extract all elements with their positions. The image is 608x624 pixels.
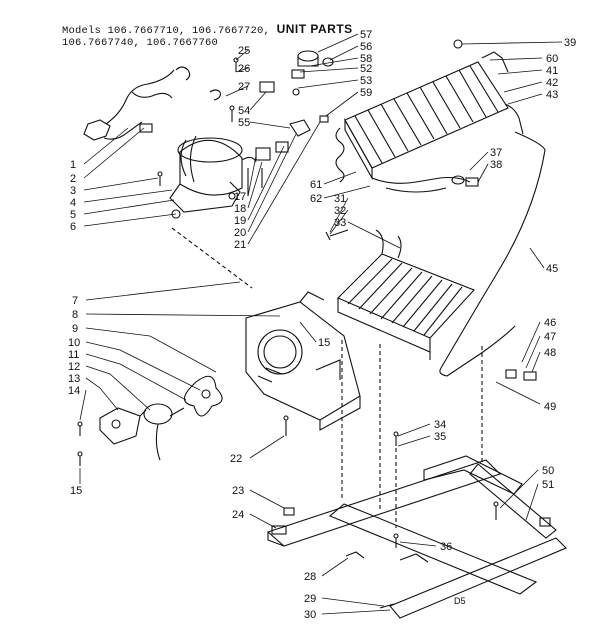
callout-35: 35 bbox=[434, 431, 446, 443]
callout-54: 54 bbox=[238, 105, 250, 117]
callout-49: 49 bbox=[544, 401, 556, 413]
callout-43: 43 bbox=[546, 89, 558, 101]
callout-15-shroud: 15 bbox=[318, 337, 330, 349]
callout-21: 21 bbox=[234, 239, 246, 251]
assembly-guide-lines bbox=[171, 227, 483, 528]
callout-31: 31 bbox=[334, 193, 346, 205]
callout-52: 52 bbox=[360, 63, 372, 75]
callout-3: 3 bbox=[70, 185, 76, 197]
callout-labels: 25 26 27 54 55 57 56 58 52 53 59 39 60 4… bbox=[68, 29, 576, 621]
callout-28: 28 bbox=[304, 571, 316, 583]
callout-5: 5 bbox=[70, 209, 76, 221]
callout-50: 50 bbox=[542, 465, 554, 477]
callout-38: 38 bbox=[490, 159, 502, 171]
callout-42: 42 bbox=[546, 77, 558, 89]
callout-8: 8 bbox=[72, 309, 78, 321]
callout-37: 37 bbox=[490, 147, 502, 159]
callout-14: 14 bbox=[68, 385, 80, 397]
callout-27: 27 bbox=[238, 81, 250, 93]
diagram-code: D5 bbox=[454, 596, 466, 606]
capillary-tube bbox=[439, 131, 546, 377]
callout-15-motor: 15 bbox=[70, 485, 82, 497]
fan-shroud bbox=[245, 291, 361, 431]
callout-53: 53 bbox=[360, 75, 372, 87]
callout-32: 32 bbox=[334, 205, 346, 217]
exploded-parts-drawing bbox=[77, 39, 567, 619]
callout-12: 12 bbox=[68, 361, 80, 373]
callout-22: 22 bbox=[230, 453, 242, 465]
condenser-coil bbox=[335, 51, 524, 193]
callout-2: 2 bbox=[70, 173, 76, 185]
models-list-1: Models 106.7667710, 106.7667720, bbox=[62, 25, 271, 37]
callout-6: 6 bbox=[70, 221, 76, 233]
header-line-1: Models 106.7667710, 106.7667720, UNIT PA… bbox=[62, 22, 353, 37]
callout-19: 19 bbox=[234, 215, 246, 227]
callout-20: 20 bbox=[234, 227, 246, 239]
callout-56: 56 bbox=[360, 41, 372, 53]
callout-13: 13 bbox=[68, 373, 80, 385]
screws bbox=[77, 39, 551, 609]
power-cord bbox=[83, 66, 221, 141]
callout-45: 45 bbox=[546, 263, 558, 275]
models-list-2: 106.7667740, 106.7667760 bbox=[62, 37, 219, 49]
header-line-2: 106.7667740, 106.7667760 bbox=[62, 37, 218, 49]
callout-61: 61 bbox=[310, 179, 322, 191]
fan-motor bbox=[99, 375, 223, 461]
small-components bbox=[247, 50, 334, 196]
callout-29: 29 bbox=[304, 593, 316, 605]
callout-51: 51 bbox=[542, 479, 554, 491]
callout-9: 9 bbox=[72, 323, 78, 335]
callout-33: 33 bbox=[334, 217, 346, 229]
evaporator-coil bbox=[325, 229, 475, 360]
callout-48: 48 bbox=[544, 347, 556, 359]
diagram-title: UNIT PARTS bbox=[276, 22, 353, 36]
callout-30: 30 bbox=[304, 609, 316, 621]
callout-11: 11 bbox=[68, 349, 79, 361]
callout-46: 46 bbox=[544, 317, 556, 329]
callout-57: 57 bbox=[360, 29, 372, 41]
callout-55: 55 bbox=[238, 117, 250, 129]
callout-24: 24 bbox=[232, 509, 244, 521]
callout-62: 62 bbox=[310, 193, 322, 205]
callout-18: 18 bbox=[234, 203, 246, 215]
callout-59: 59 bbox=[360, 87, 372, 99]
callout-4: 4 bbox=[70, 197, 76, 209]
callout-7: 7 bbox=[72, 295, 78, 307]
callout-26: 26 bbox=[238, 63, 250, 75]
callout-36: 36 bbox=[440, 541, 452, 553]
callout-34: 34 bbox=[434, 419, 446, 431]
callout-23: 23 bbox=[232, 485, 244, 497]
callout-47: 47 bbox=[544, 331, 556, 343]
callout-60: 60 bbox=[546, 53, 558, 65]
callout-39: 39 bbox=[564, 37, 576, 49]
callout-1: 1 bbox=[70, 159, 76, 171]
callout-41: 41 bbox=[546, 65, 558, 77]
callout-25: 25 bbox=[238, 45, 250, 57]
callout-58: 58 bbox=[360, 53, 372, 65]
callout-10: 10 bbox=[68, 337, 80, 349]
compressor bbox=[169, 135, 257, 219]
callout-17: 17 bbox=[234, 191, 246, 203]
leader-lines bbox=[79, 33, 563, 615]
